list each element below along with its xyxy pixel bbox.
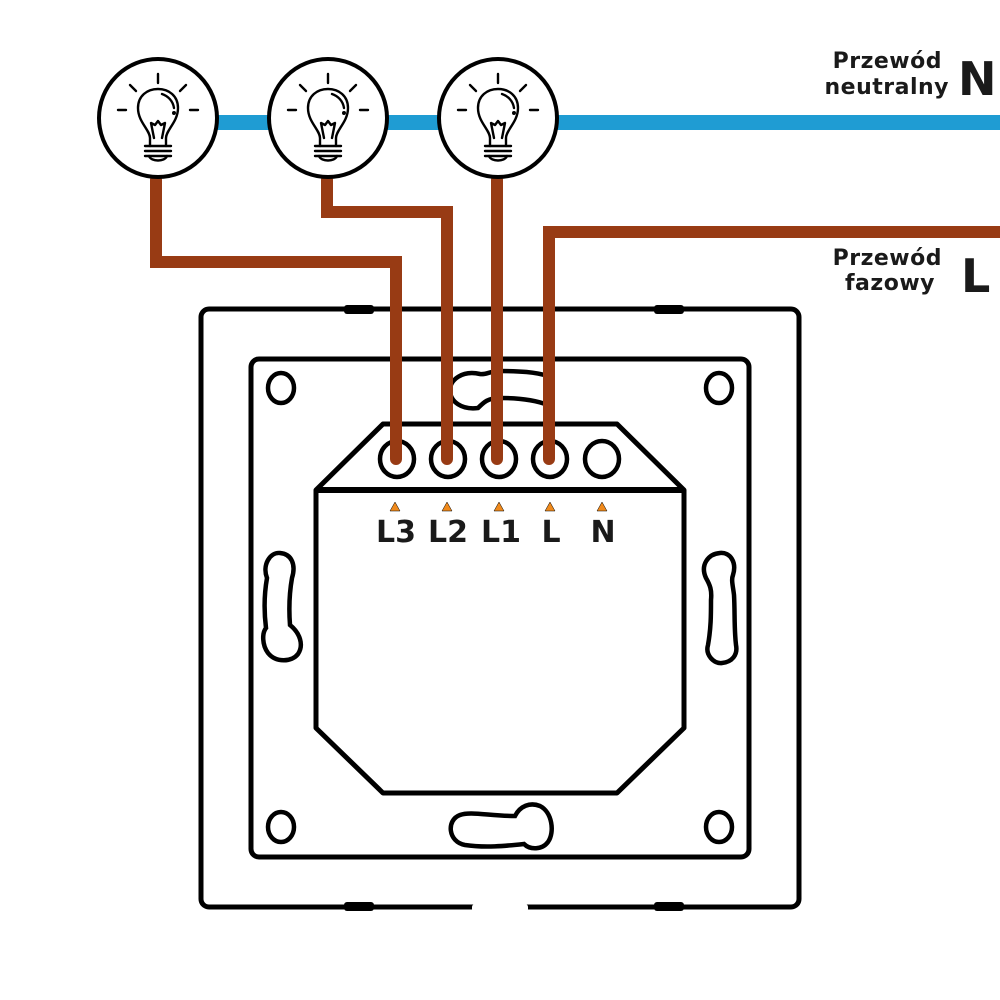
terminal-marker (493, 501, 505, 512)
light-bulb-icon (116, 72, 200, 162)
keyhole-slot-left (261, 550, 303, 663)
bulb-circle (97, 57, 219, 179)
phase-wire (543, 226, 1000, 459)
terminal-marker (389, 501, 401, 512)
screw-hole (703, 370, 735, 406)
load-wire-l3 (150, 174, 402, 465)
bulb-3 (437, 57, 559, 179)
screw-hole (265, 809, 297, 845)
terminal-marker (544, 501, 556, 512)
frame-notch (344, 305, 374, 314)
terminal-label-l3: L3 (376, 515, 416, 550)
terminal-label-l1: L1 (481, 515, 521, 550)
terminal-label-l2: L2 (428, 515, 468, 550)
screw-hole (265, 370, 297, 406)
frame-notch (344, 902, 374, 911)
keyhole-slot-right (701, 550, 739, 666)
neutral-wire-label-line1: Przewód (833, 49, 942, 74)
keyhole-slot-bottom (448, 802, 554, 851)
terminal-label-n: N (590, 515, 615, 550)
neutral-wire-letter: N (958, 52, 997, 106)
terminal-marker (596, 501, 608, 512)
screw-hole (703, 809, 735, 845)
frame-notch (472, 904, 528, 912)
neutral-wire-label-line2: neutralny (824, 75, 949, 100)
switch-module-body (313, 421, 687, 796)
load-wire-l2 (321, 174, 453, 465)
terminal-hole-n (582, 438, 622, 480)
terminal-marker (441, 501, 453, 512)
frame-notch (654, 902, 684, 911)
terminal-label-l: L (541, 515, 560, 550)
bulb-1 (97, 57, 219, 179)
phase-wire-letter: L (961, 249, 990, 303)
frame-notch (654, 305, 684, 314)
bulb-2 (267, 57, 389, 179)
phase-wire-label-line2: fazowy (845, 271, 935, 296)
phase-wire-label-line1: Przewód (833, 246, 942, 271)
